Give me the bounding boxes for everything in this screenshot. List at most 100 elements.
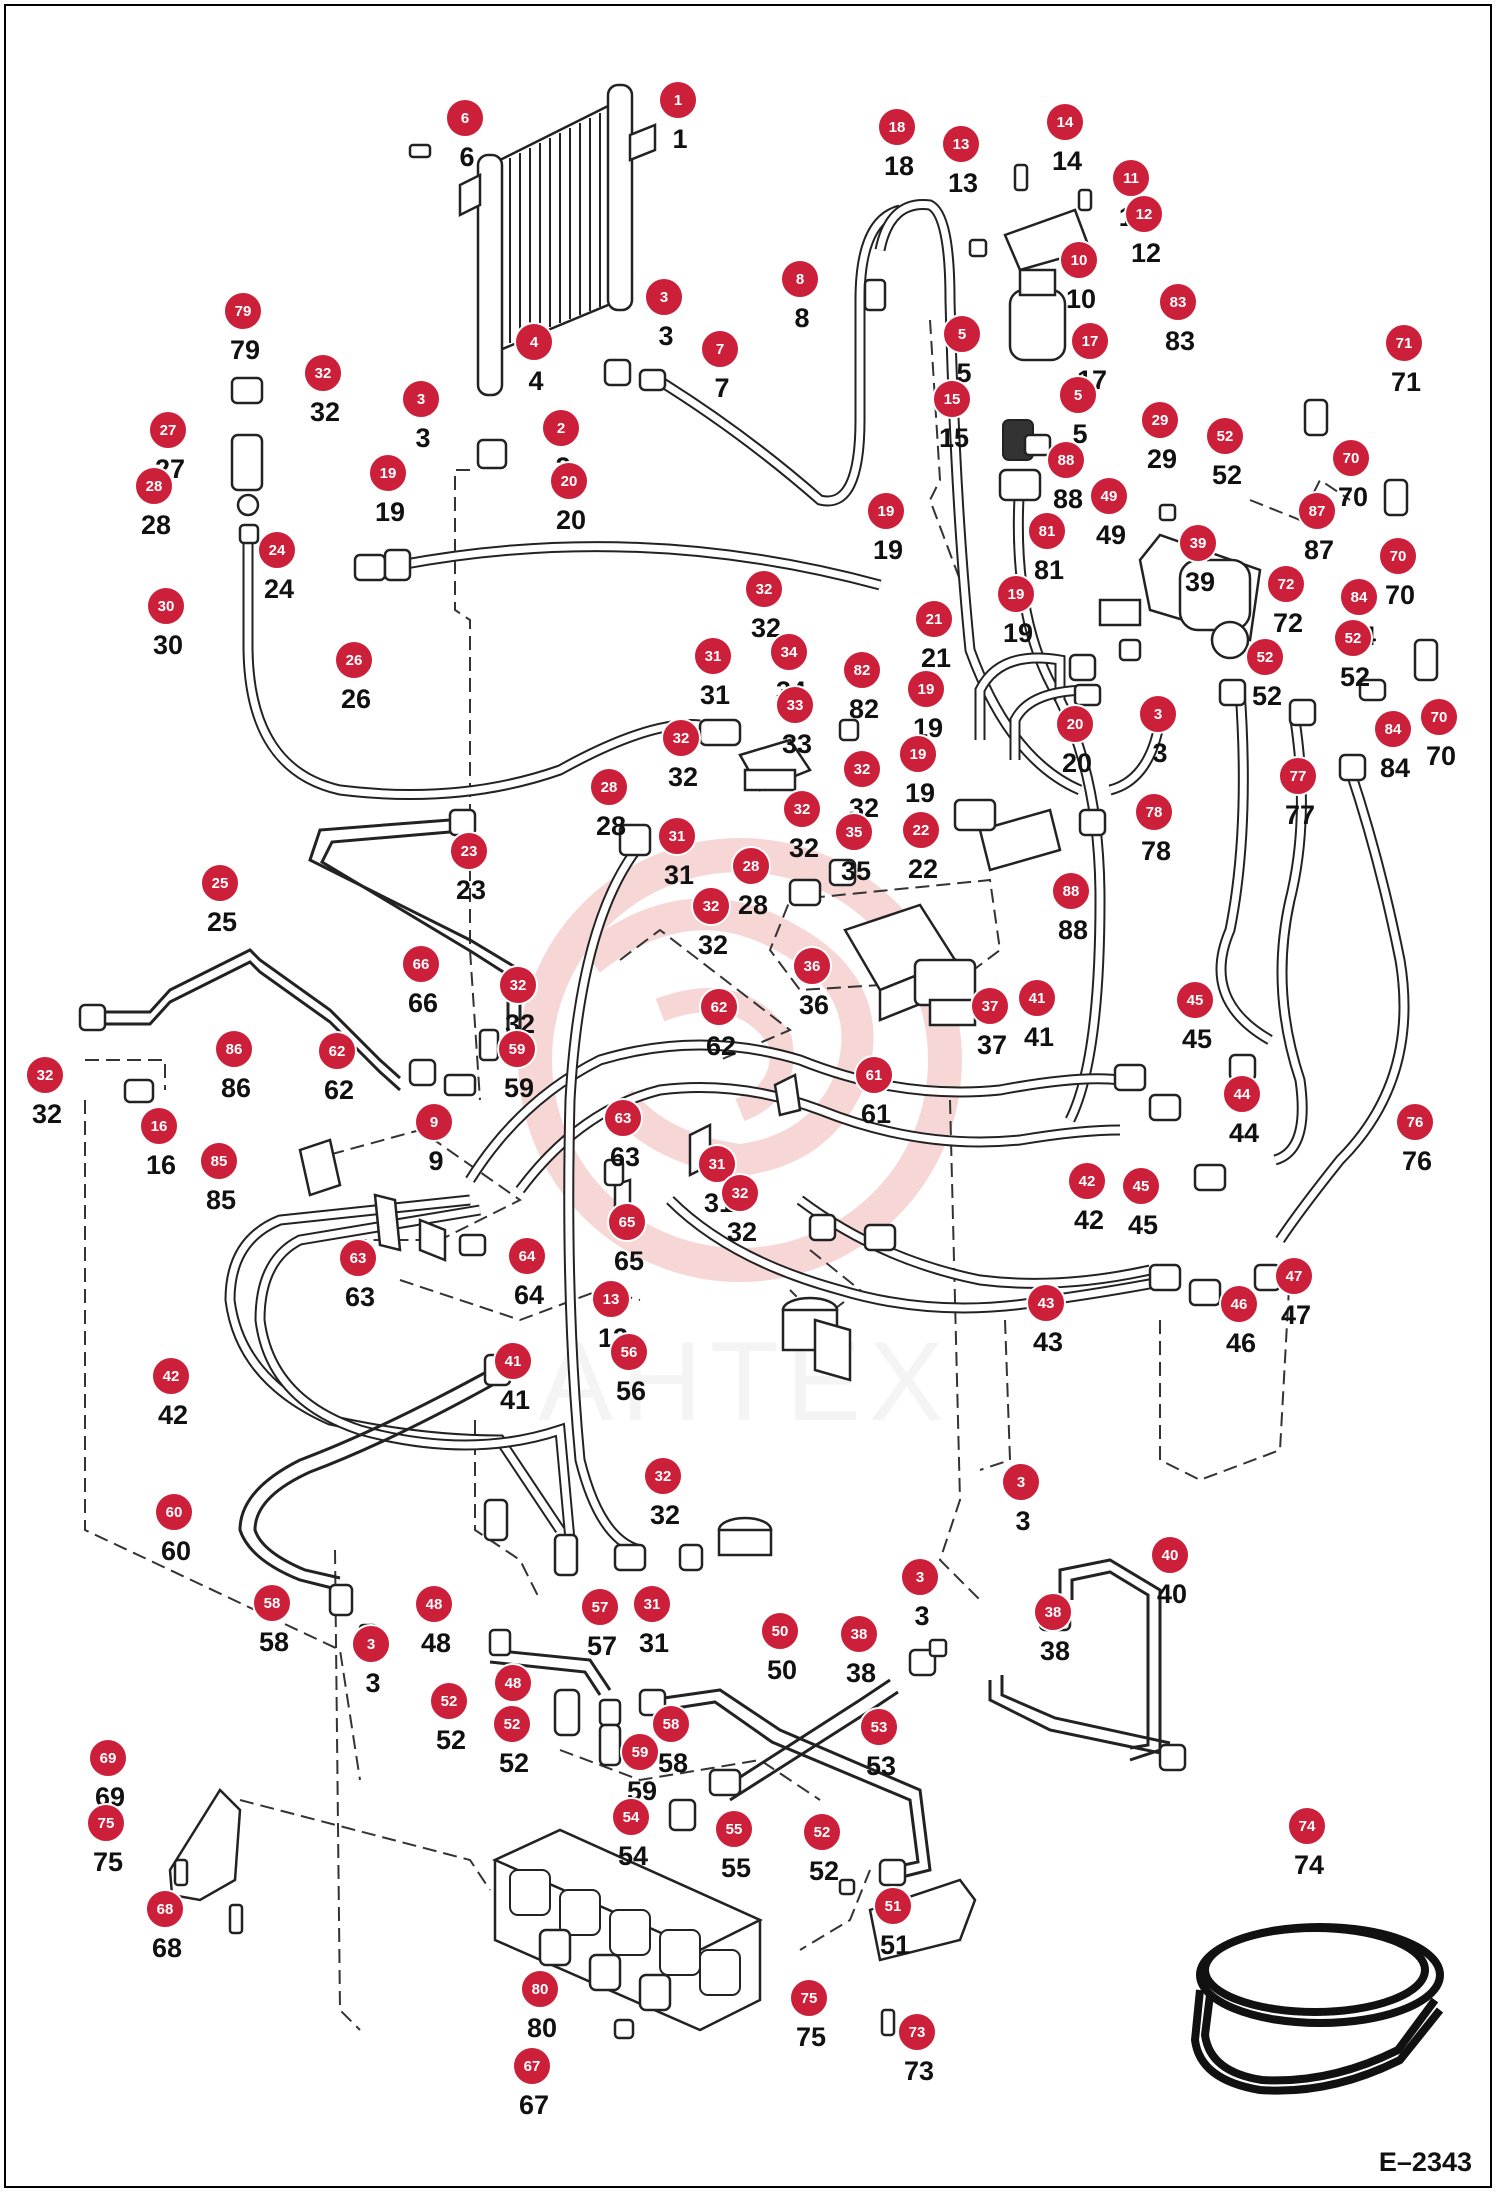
callout-badge[interactable] [1205,416,1245,456]
callout-badge[interactable] [498,965,538,1005]
callout-badge[interactable] [1219,1284,1259,1324]
callout-badge[interactable] [401,379,441,419]
callout-badge[interactable] [589,767,629,807]
callout-badge[interactable] [1027,511,1067,551]
callout-badge[interactable] [1158,282,1198,322]
callout-badge[interactable] [580,1587,620,1627]
callout-badge[interactable] [897,2012,937,2052]
callout-badge[interactable] [223,291,263,331]
callout-badge[interactable] [199,1141,239,1181]
callout-badge[interactable] [693,636,733,676]
callout-badge[interactable] [338,1238,378,1278]
callout-badge[interactable] [839,1614,879,1654]
callout-badge[interactable] [429,1681,469,1721]
callout-badge[interactable] [1175,980,1215,1020]
callout-badge[interactable] [744,569,784,609]
callout-badge[interactable] [1017,978,1057,1018]
callout-badge[interactable] [1124,194,1164,234]
callout-badge[interactable] [1045,102,1085,142]
callout-badge[interactable] [351,1624,391,1664]
callout-badge[interactable] [714,1809,754,1849]
callout-badge[interactable] [1138,694,1178,734]
callout-badge[interactable] [699,987,739,1027]
callout-badge[interactable] [151,1356,191,1396]
callout-badge[interactable] [1059,240,1099,280]
callout-badge[interactable] [1287,1806,1327,1846]
callout-badge[interactable] [303,353,343,393]
callout-badge[interactable] [449,831,489,871]
callout-badge[interactable] [1089,476,1129,516]
callout-badge[interactable] [1274,1256,1314,1296]
callout-badge[interactable] [1373,709,1413,749]
callout-badge[interactable] [1395,1102,1435,1142]
callout-badge[interactable] [691,886,731,926]
callout-badge[interactable] [1026,1283,1066,1323]
callout-badge[interactable] [658,80,698,120]
callout-badge[interactable] [334,640,374,680]
callout-badge[interactable] [970,986,1010,1026]
callout-badge[interactable] [1266,564,1306,604]
callout-badge[interactable] [257,530,297,570]
callout-badge[interactable] [1245,637,1285,677]
callout-badge[interactable] [1384,323,1424,363]
callout-badge[interactable] [88,1738,128,1778]
callout-badge[interactable] [148,410,188,450]
callout-badge[interactable] [520,1969,560,2009]
callout-badge[interactable] [609,1332,649,1372]
callout-badge[interactable] [901,810,941,850]
callout-badge[interactable] [834,812,874,852]
callout-badge[interactable] [1134,792,1174,832]
callout-badge[interactable] [317,1031,357,1071]
callout-badge[interactable] [611,1797,651,1837]
callout-badge[interactable] [769,632,809,672]
callout-badge[interactable] [512,2046,552,2086]
callout-badge[interactable] [497,1029,537,1069]
callout-badge[interactable] [252,1583,292,1623]
callout-badge[interactable] [1331,438,1371,478]
callout-badge[interactable] [1070,321,1110,361]
callout-badge[interactable] [86,1803,126,1843]
callout-badge[interactable] [154,1492,194,1532]
callout-badge[interactable] [414,1102,454,1142]
callout-badge[interactable] [1150,1535,1190,1575]
callout-badge[interactable] [898,734,938,774]
callout-badge[interactable] [603,1098,643,1138]
callout-badge[interactable] [493,1663,533,1703]
callout-badge[interactable] [632,1584,672,1624]
callout-badge[interactable] [802,1812,842,1852]
callout-badge[interactable] [492,1704,532,1744]
callout-badge[interactable] [1278,756,1318,796]
callout-badge[interactable] [200,863,240,903]
callout-badge[interactable] [541,408,581,448]
callout-badge[interactable] [873,1886,913,1926]
callout-badge[interactable] [1055,704,1095,744]
callout-badge[interactable] [651,1704,691,1744]
callout-badge[interactable] [854,1055,894,1095]
callout-badge[interactable] [139,1106,179,1146]
callout-badge[interactable] [1222,1074,1262,1114]
callout-badge[interactable] [1378,536,1418,576]
callout-badge[interactable] [720,1173,760,1213]
callout-badge[interactable] [145,1889,185,1929]
callout-badge[interactable] [1067,1161,1107,1201]
callout-badge[interactable] [514,322,554,362]
callout-badge[interactable] [877,107,917,147]
callout-badge[interactable] [780,259,820,299]
callout-badge[interactable] [914,599,954,639]
callout-badge[interactable] [859,1707,899,1747]
callout-badge[interactable] [760,1611,800,1651]
callout-badge[interactable] [1058,375,1098,415]
callout-badge[interactable] [1339,577,1379,617]
callout-badge[interactable] [906,669,946,709]
callout-badge[interactable] [842,749,882,789]
callout-badge[interactable] [507,1236,547,1276]
callout-badge[interactable] [25,1055,65,1095]
callout-badge[interactable] [789,1978,829,2018]
callout-badge[interactable] [493,1341,533,1381]
callout-badge[interactable] [1001,1462,1041,1502]
callout-badge[interactable] [1046,440,1086,480]
callout-badge[interactable] [941,124,981,164]
callout-badge[interactable] [401,944,441,984]
callout-badge[interactable] [700,329,740,369]
callout-badge[interactable] [657,816,697,856]
